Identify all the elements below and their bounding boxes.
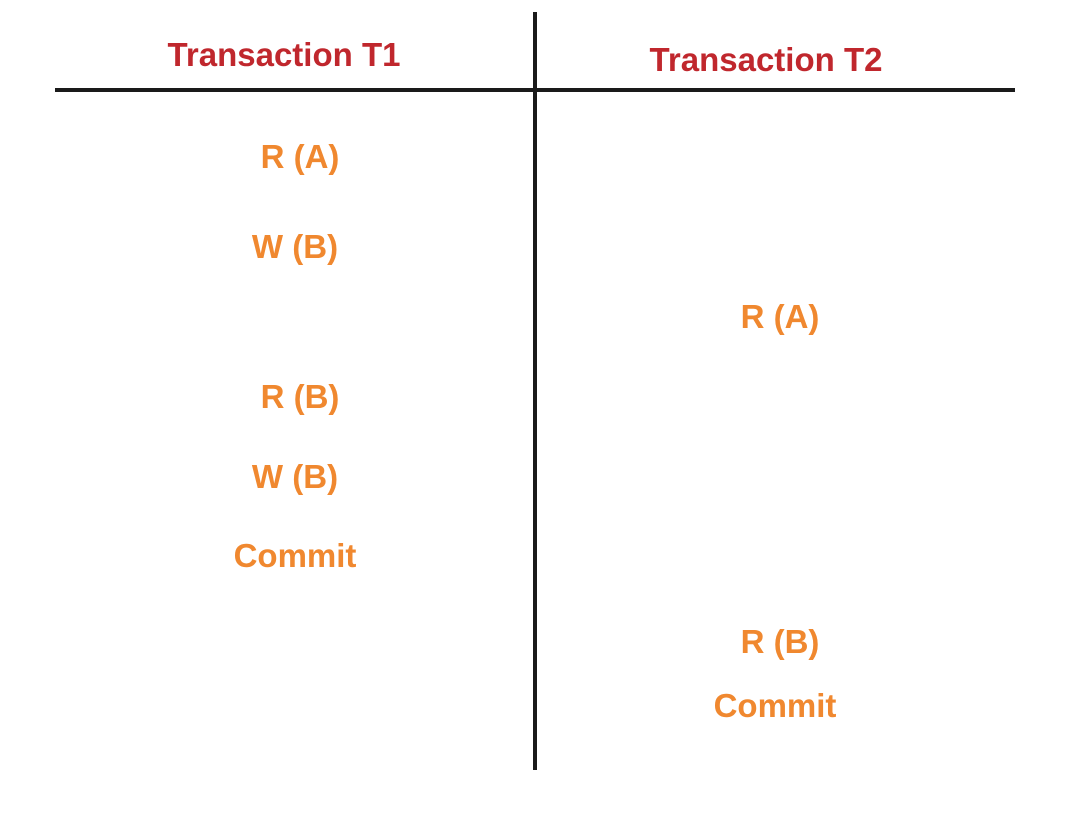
- t1-operation: W (B): [251, 458, 339, 495]
- column-header-t1: Transaction T1: [167, 36, 401, 73]
- t2-operation: R (B): [740, 623, 820, 660]
- column-header-t2: Transaction T2: [649, 41, 883, 78]
- t1-operation: R (A): [260, 138, 340, 175]
- t2-operation: R (A): [740, 298, 820, 335]
- t1-operation: W (B): [251, 228, 339, 265]
- t1-operation: R (B): [260, 378, 340, 415]
- t2-operation: Commit: [713, 687, 837, 724]
- column-divider-line: [533, 12, 537, 770]
- t1-operation: Commit: [233, 537, 357, 574]
